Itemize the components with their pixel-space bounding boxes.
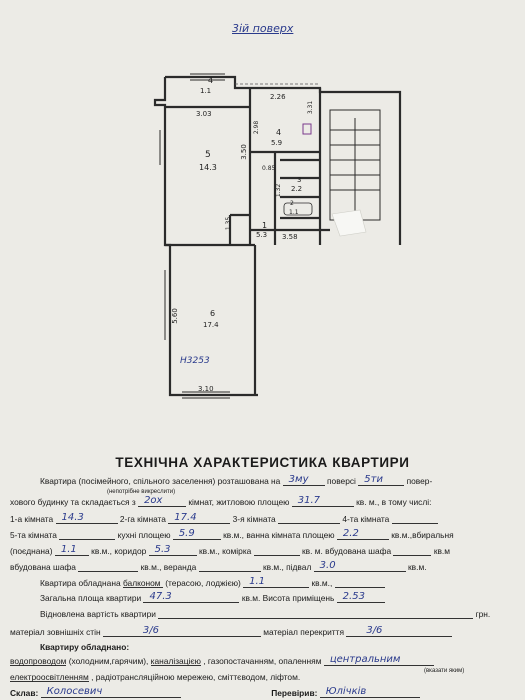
windows: [159, 73, 230, 399]
room-num: 4: [276, 128, 282, 137]
balcony-value: 1.1: [249, 576, 266, 587]
dimension: 3.03: [196, 110, 212, 118]
form-line-3: 1-а кімната 14.3 2-га кімната 17.4 3-я к…: [10, 512, 438, 524]
room1-value: 14.3: [61, 512, 84, 523]
room-num: 6: [210, 309, 216, 318]
form-line-1: Квартира (посімейного, спільного заселен…: [40, 474, 433, 486]
wc-value: 1.1: [60, 544, 77, 555]
stove-icon: [302, 123, 312, 135]
dimension: 1.35: [225, 216, 233, 231]
bath-value: 2.2: [342, 528, 359, 539]
floor-label: 3ій поверх: [232, 22, 294, 35]
dimension: 2.26: [270, 93, 286, 101]
room-area: 1.1: [200, 87, 212, 95]
floor-value: 3му: [288, 474, 309, 485]
room-num: 1: [262, 221, 268, 230]
room-num: 2: [290, 200, 294, 207]
room-area: 2.2: [291, 185, 303, 193]
living-area-value: 31.7: [297, 495, 321, 506]
dimension: 3.10: [198, 385, 214, 393]
plan-note: Н3253: [180, 356, 210, 366]
form-line-2: хового будинку та складається з 2ох кімн…: [10, 495, 432, 507]
corridor-value: 5.3: [154, 544, 171, 555]
form-title: ТЕХНІЧНА ХАРАКТЕРИСТИКА КВАРТИРИ: [115, 455, 410, 470]
dimension: 5.60: [170, 308, 179, 324]
paper-patch: [331, 209, 367, 237]
form-line-13: електроосвітленням , радіотрансляційною …: [10, 672, 301, 682]
dimension: 3.58: [282, 233, 298, 241]
form-line-4: 5-та кімната кухні площею 5.9 кв.м., ван…: [10, 528, 454, 540]
form-note-1: (непотрібне викреслити): [107, 489, 176, 495]
heating-value: центральним: [329, 654, 401, 665]
dimension: 2.98: [253, 120, 261, 135]
room-area: 1.1: [289, 209, 299, 216]
plan-wall-left: [153, 77, 258, 397]
dimension: 1.32: [275, 183, 283, 198]
room2-value: 17.4: [174, 512, 197, 523]
form-note-12: (вказати яким): [424, 668, 465, 674]
dimension: 3.31: [307, 100, 315, 115]
basement-value: 3.0: [319, 560, 336, 571]
form-line-12: водопроводом (холодним,гарячим), каналіз…: [10, 654, 434, 666]
room-area: 17.4: [203, 321, 219, 329]
form-line-10: матеріал зовнішніх стін 3/6 матеріал пер…: [10, 625, 453, 637]
room-area: 5.9: [271, 139, 283, 147]
slab-value: 3/6: [366, 625, 383, 636]
room-area: 5.3: [256, 231, 268, 239]
room-num: 5: [205, 150, 211, 160]
room-num: 3: [297, 176, 302, 184]
height-value: 2.53: [342, 591, 365, 602]
staircase: [329, 109, 381, 221]
walls-value: 3/6: [142, 625, 160, 636]
dimension: 3.50: [239, 144, 248, 160]
checker-signature: Юлічків: [325, 686, 367, 697]
dimension: 0.85: [262, 165, 276, 172]
form-line-14: Склав: Колосевич Перевірив: Юлічків: [10, 686, 420, 698]
form-line-5: (поєднана) 1.1 кв.м., коридор 5.3 кв.м.,…: [10, 544, 451, 556]
floor-plan: [153, 73, 402, 399]
floors-total-value: 5ти: [364, 474, 383, 485]
total-area-value: 47.3: [149, 591, 172, 602]
form-line-11: Квартиру обладнано:: [40, 642, 130, 652]
form-line-8: Загальна площа квартири 47.3 кв.м. Висот…: [40, 591, 385, 603]
form-line-6: вбудована шафа кв.м., веранда кв.м., під…: [10, 560, 427, 572]
kitchen-value: 5.9: [178, 528, 195, 539]
author-signature: Колосевич: [46, 686, 103, 697]
balcony-word: балконом: [122, 578, 161, 588]
room-num: 4: [208, 76, 214, 85]
bath-icon: [283, 202, 313, 216]
form-line-9: Відновлена вартість квартири грн.: [40, 609, 491, 619]
rooms-count-value: 2ох: [144, 495, 163, 506]
room-area: 14.3: [199, 163, 217, 172]
form-line-7: Квартира обладнана балконом (терасою, ло…: [40, 576, 385, 588]
